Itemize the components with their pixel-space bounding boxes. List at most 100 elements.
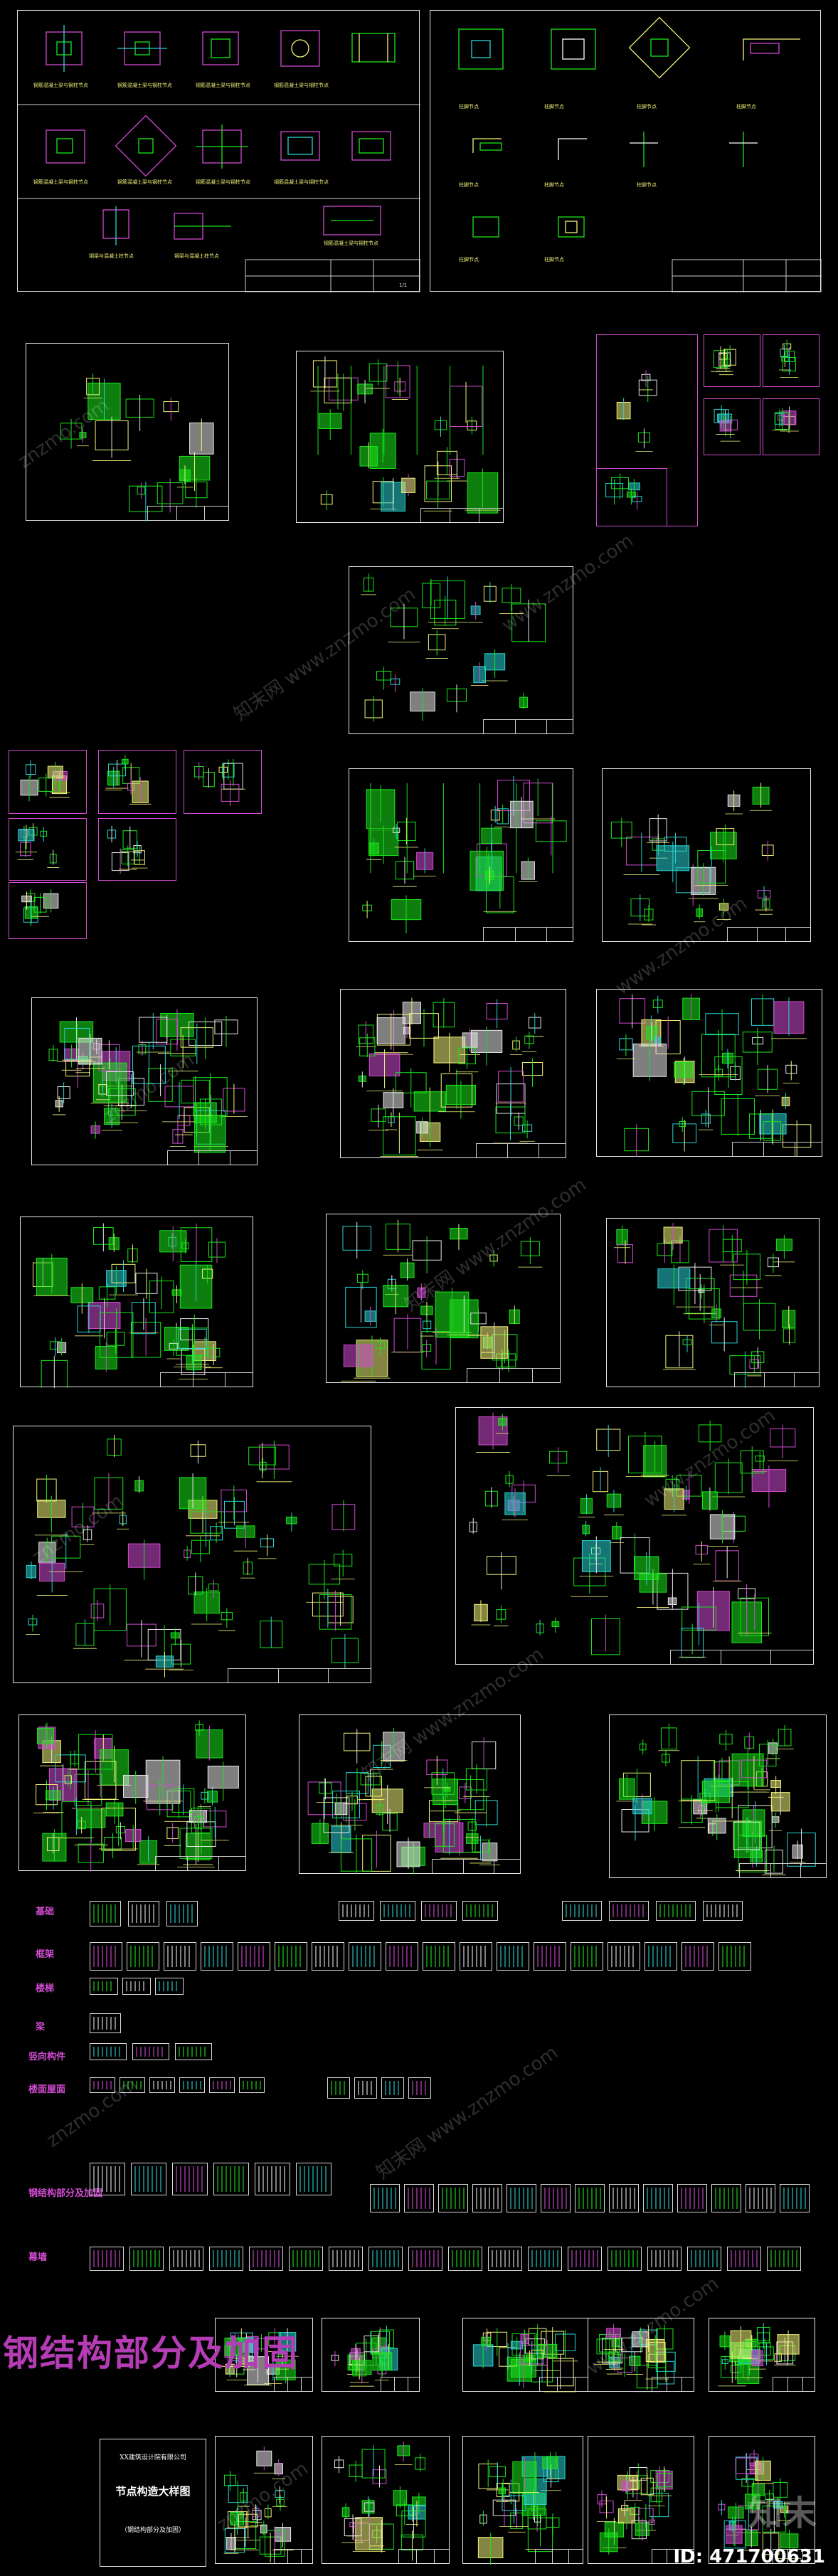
drawing-thumbnail[interactable] <box>164 1942 196 1971</box>
drawing-sheet[interactable] <box>98 750 176 814</box>
drawing-thumbnail[interactable] <box>462 1901 498 1921</box>
drawing-thumbnail[interactable] <box>90 2077 115 2093</box>
drawing-thumbnail[interactable] <box>129 2247 164 2271</box>
drawing-sheet-column-base-nodes[interactable]: 柱脚节点 柱脚节点 柱脚节点 柱脚节点 柱脚节点 柱脚节点 柱脚节点 柱脚节点 … <box>430 10 822 292</box>
drawing-sheet[interactable] <box>709 2436 815 2564</box>
drawing-thumbnail[interactable] <box>421 1901 457 1921</box>
drawing-sheet[interactable] <box>709 2318 815 2392</box>
drawing-thumbnail[interactable] <box>175 2043 212 2060</box>
drawing-thumbnail[interactable] <box>568 2247 602 2271</box>
drawing-thumbnail[interactable] <box>780 2184 810 2212</box>
drawing-thumbnail[interactable] <box>122 1978 151 1995</box>
drawing-thumbnail[interactable] <box>179 2077 205 2093</box>
drawing-sheet[interactable] <box>349 566 573 734</box>
drawing-thumbnail[interactable] <box>438 2184 468 2212</box>
drawing-thumbnail[interactable] <box>643 2184 673 2212</box>
drawing-thumbnail[interactable] <box>488 2247 522 2271</box>
drawing-thumbnail[interactable] <box>656 1901 696 1921</box>
drawing-sheet[interactable] <box>340 989 566 1158</box>
drawing-thumbnail[interactable] <box>497 1942 529 1971</box>
drawing-thumbnail[interactable] <box>90 2163 125 2195</box>
drawing-sheet[interactable] <box>215 2436 313 2564</box>
drawing-thumbnail[interactable] <box>166 1901 198 1926</box>
drawing-thumbnail[interactable] <box>169 2247 203 2271</box>
drawing-thumbnail[interactable] <box>172 2163 208 2195</box>
drawing-thumbnail[interactable] <box>370 2184 400 2212</box>
drawing-sheet[interactable] <box>322 2436 450 2564</box>
drawing-thumbnail[interactable] <box>404 2184 434 2212</box>
drawing-sheet[interactable] <box>299 1714 521 1875</box>
drawing-thumbnail[interactable] <box>528 2247 562 2271</box>
drawing-thumbnail[interactable] <box>213 2163 249 2195</box>
drawing-thumbnail[interactable] <box>645 1942 677 1971</box>
drawing-sheet[interactable] <box>98 818 176 881</box>
drawing-thumbnail[interactable] <box>255 2163 290 2195</box>
drawing-thumbnail[interactable] <box>201 1942 233 1971</box>
drawing-thumbnail[interactable] <box>541 2184 571 2212</box>
drawing-thumbnail[interactable] <box>703 1901 743 1921</box>
drawing-sheet[interactable] <box>606 1218 820 1388</box>
drawing-thumbnail[interactable] <box>408 2247 442 2271</box>
drawing-thumbnail[interactable] <box>132 2043 169 2060</box>
drawing-thumbnail[interactable] <box>131 2163 166 2195</box>
drawing-thumbnail[interactable] <box>711 2184 741 2212</box>
drawing-thumbnail[interactable] <box>687 2247 721 2271</box>
drawing-sheet-beam-column-nodes[interactable]: 钢筋混凝土梁与钢柱节点 钢筋混凝土梁与钢柱节点 钢筋混凝土梁与钢柱节点 钢筋混凝… <box>17 10 420 292</box>
drawing-thumbnail[interactable] <box>381 2077 404 2099</box>
drawing-thumbnail[interactable] <box>609 1901 649 1921</box>
drawing-thumbnail[interactable] <box>354 2077 377 2099</box>
drawing-sheet-notes[interactable] <box>26 343 229 521</box>
drawing-sheet[interactable] <box>704 334 760 387</box>
drawing-thumbnail[interactable] <box>609 2184 639 2212</box>
drawing-thumbnail[interactable] <box>380 1901 415 1921</box>
drawing-sheet[interactable] <box>296 351 504 523</box>
drawing-thumbnail[interactable] <box>472 2184 502 2212</box>
drawing-sheet[interactable] <box>18 1714 246 1872</box>
drawing-thumbnail[interactable] <box>562 1901 602 1921</box>
drawing-thumbnail[interactable] <box>239 2077 265 2093</box>
drawing-sheet[interactable] <box>9 818 87 881</box>
drawing-sheet[interactable] <box>455 1407 814 1665</box>
drawing-thumbnail[interactable] <box>534 1942 566 1971</box>
drawing-thumbnail[interactable] <box>339 1901 374 1921</box>
drawing-thumbnail[interactable] <box>90 1901 121 1926</box>
drawing-sheet[interactable] <box>9 882 87 939</box>
drawing-thumbnail[interactable] <box>120 2077 145 2093</box>
drawing-sheet[interactable] <box>462 2318 590 2392</box>
drawing-sheet[interactable] <box>704 398 760 455</box>
drawing-sheet[interactable] <box>763 334 820 387</box>
drawing-thumbnail[interactable] <box>506 2184 536 2212</box>
drawing-sheet[interactable] <box>602 768 811 942</box>
drawing-sheet[interactable] <box>9 750 87 814</box>
drawing-sheet[interactable] <box>609 1714 827 1878</box>
drawing-sheet[interactable] <box>31 997 258 1165</box>
drawing-sheet[interactable] <box>215 2318 313 2392</box>
drawing-sheet[interactable] <box>588 2318 694 2392</box>
drawing-thumbnail[interactable] <box>681 1942 714 1971</box>
drawing-thumbnail[interactable] <box>90 1942 122 1971</box>
drawing-sheet[interactable] <box>20 1217 253 1388</box>
drawing-sheet[interactable] <box>322 2318 420 2392</box>
drawing-thumbnail[interactable] <box>718 1942 751 1971</box>
drawing-thumbnail[interactable] <box>155 1978 184 1995</box>
drawing-thumbnail[interactable] <box>423 1942 455 1971</box>
drawing-thumbnail[interactable] <box>571 1942 603 1971</box>
drawing-sheet[interactable] <box>462 2436 583 2565</box>
drawing-thumbnail[interactable] <box>727 2247 761 2271</box>
drawing-thumbnail[interactable] <box>127 1942 159 1971</box>
drawing-thumbnail[interactable] <box>408 2077 431 2099</box>
drawing-thumbnail[interactable] <box>90 2247 124 2271</box>
cover-sheet[interactable]: XX建筑设计院有限公司 节点构造大样图 （钢结构部分及加固） <box>100 2439 206 2567</box>
drawing-sheet[interactable] <box>588 2436 694 2564</box>
drawing-thumbnail[interactable] <box>746 2184 775 2212</box>
drawing-thumbnail[interactable] <box>368 2247 403 2271</box>
drawing-thumbnail[interactable] <box>575 2184 605 2212</box>
drawing-thumbnail[interactable] <box>249 2247 283 2271</box>
drawing-sheet[interactable] <box>596 989 822 1157</box>
drawing-thumbnail[interactable] <box>128 1901 159 1926</box>
drawing-thumbnail[interactable] <box>289 2247 323 2271</box>
drawing-thumbnail[interactable] <box>90 1978 118 1995</box>
drawing-sheet[interactable] <box>349 768 573 942</box>
drawing-thumbnail[interactable] <box>647 2247 681 2271</box>
drawing-sheet[interactable] <box>13 1426 371 1683</box>
